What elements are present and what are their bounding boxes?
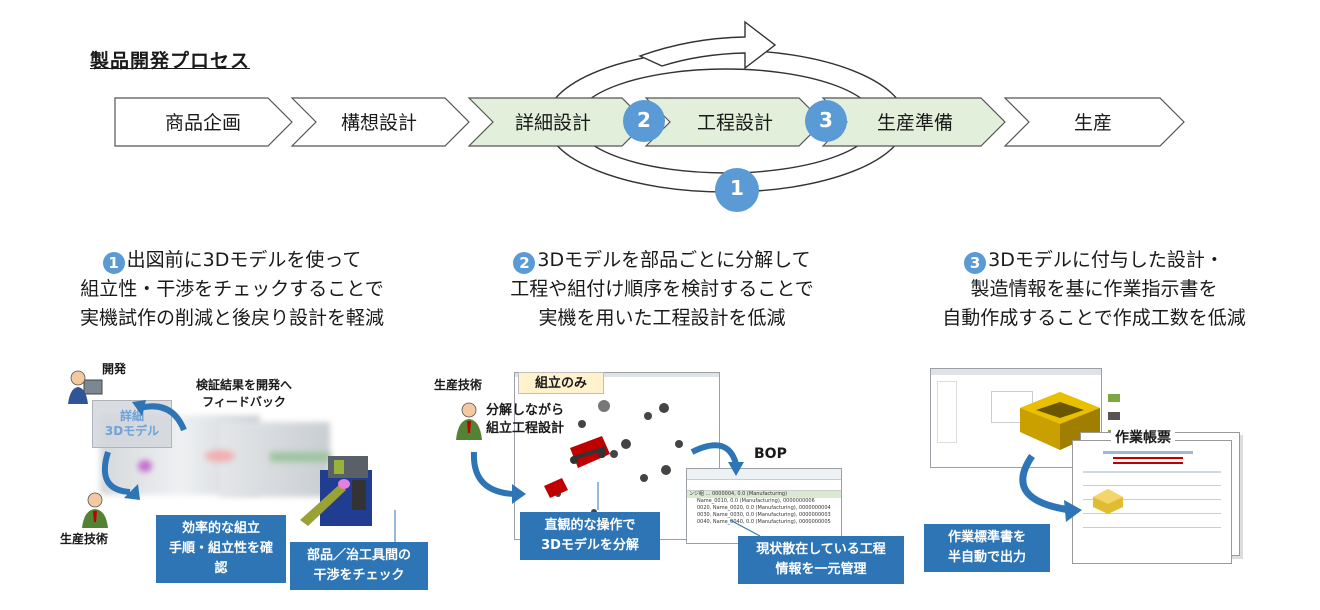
engineer-label: 生産技術 bbox=[60, 532, 109, 546]
marker-3-label: 3 bbox=[819, 108, 833, 132]
marker-2-label: 2 bbox=[637, 108, 651, 132]
marker-2-circle bbox=[623, 100, 665, 142]
bop-row[interactable]: 0020, Name_0020, 0.0 (Manufacturing), 00… bbox=[697, 505, 831, 511]
fixture-assembly-image bbox=[300, 456, 372, 526]
sheet-part-thumbnail bbox=[1093, 489, 1123, 514]
blurred-part bbox=[205, 450, 235, 462]
arrow-head-icon bbox=[124, 484, 140, 500]
callout-interference-check: 部品／治工具間の 干渉をチェック bbox=[290, 542, 428, 590]
panel-2: 生産技術 組立のみ 分解しながら 組立工程設計 BOP ンジ組 ... 0000… bbox=[430, 360, 910, 605]
bop-row[interactable]: 0030, Name_0030, 0.0 (Manufacturing), 00… bbox=[697, 512, 831, 518]
panel-1-arrows bbox=[101, 400, 396, 545]
callout-unified-management: 現状散在している工程 情報を一元管理 bbox=[738, 536, 904, 584]
marker-3-circle bbox=[805, 100, 847, 142]
bop-row[interactable]: ンジ組 ... 0000004, 0.0 (Manufacturing) bbox=[687, 491, 841, 498]
tab-assembly-only[interactable]: 組立のみ bbox=[518, 372, 604, 394]
page-title: 製品開発プロセス bbox=[90, 50, 251, 72]
panel-1: 詳細 3Dモデル 開発 検証結果を開発へ フィードバック 生産技術 効率 bbox=[60, 360, 440, 605]
step-concept-design: 構想設計 bbox=[340, 112, 417, 134]
developer-label: 開発 bbox=[102, 362, 127, 376]
step-detail-design: 詳細設計 bbox=[514, 112, 591, 134]
feedback-label: 検証結果を開発へ フィードバック bbox=[195, 378, 292, 409]
bop-row[interactable]: Name_0010, 0.0 (Manufacturing), 00000000… bbox=[697, 498, 815, 504]
arrow-head-icon bbox=[132, 400, 146, 416]
desc-1-number: 1 bbox=[102, 252, 125, 274]
process-flow bbox=[114, 20, 1185, 212]
developer-person-icon bbox=[68, 370, 103, 404]
bop-row[interactable]: 0040, Name_0040, 0.0 (Manufacturing), 00… bbox=[697, 519, 831, 525]
callout-intuitive-operation: 直観的な操作で 3Dモデルを分解 bbox=[520, 512, 660, 560]
arrow-head-icon bbox=[728, 462, 744, 476]
engineer-label: 生産技術 bbox=[434, 378, 483, 392]
callout-auto-output: 作業標準書を 半自動で出力 bbox=[924, 524, 1050, 572]
chevron-shapes bbox=[114, 97, 1185, 147]
work-sheet-title: 作業帳票 bbox=[1111, 427, 1175, 447]
engineer-person-icon bbox=[456, 402, 482, 440]
step-production: 生産 bbox=[1073, 112, 1112, 134]
step-planning: 商品企画 bbox=[164, 112, 241, 134]
person-caption: 分解しながら 組立工程設計 bbox=[486, 403, 565, 436]
blurred-part bbox=[270, 452, 330, 462]
exploded-parts-image bbox=[544, 400, 683, 515]
marker-1-circle bbox=[715, 168, 759, 212]
panel-3: 作業帳票 作業標準書を 半自動で出力 bbox=[920, 360, 1260, 605]
step-process-design: 工程設計 bbox=[696, 112, 773, 134]
step-production-prep: 生産準備 bbox=[876, 112, 953, 134]
desc-3-number: 3 bbox=[964, 252, 987, 274]
bop-label: BOP bbox=[754, 446, 787, 462]
panel-3-arrow bbox=[1019, 454, 1082, 522]
panel-2-arrows bbox=[470, 442, 761, 537]
arrow-head-icon bbox=[512, 484, 526, 504]
arrow-head-icon bbox=[1064, 500, 1082, 522]
desc-2-number: 2 bbox=[513, 252, 536, 274]
cycle-arrow-head bbox=[638, 20, 777, 70]
marker-1-label: 1 bbox=[730, 176, 744, 200]
engineer-person-icon bbox=[82, 492, 108, 528]
callout-efficient-assembly: 効率的な組立 手順・組立性を確認 bbox=[156, 515, 286, 583]
blurred-part bbox=[138, 460, 152, 472]
work-sheet: 作業帳票 bbox=[1072, 427, 1232, 564]
